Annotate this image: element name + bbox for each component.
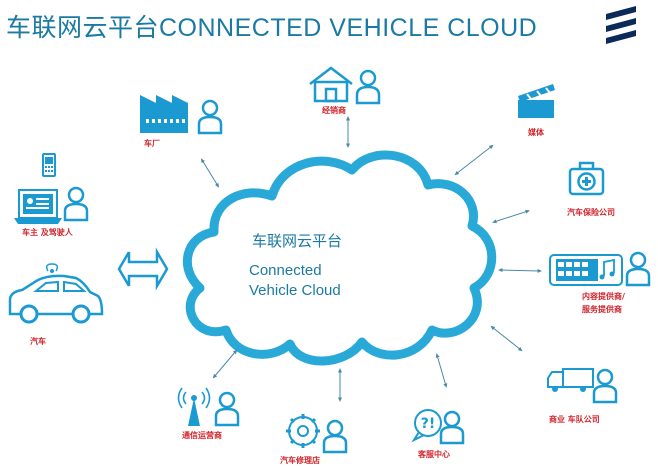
dealer-icon (309, 66, 381, 105)
label-car: 汽车 (30, 337, 46, 346)
cloud-title-cn: 车联网云平台 (252, 232, 343, 250)
cloud-title-en-line2: Vehicle Cloud (249, 282, 341, 299)
label-fleet: 商业 车队公司 (549, 415, 600, 424)
cloud-title-en: Connected Vehicle Cloud (249, 261, 341, 301)
content-provider-icon (549, 251, 651, 287)
label-repair: 汽车修理店 (280, 456, 320, 465)
arrow-insurance (492, 209, 530, 224)
arrow-content (498, 268, 542, 273)
arrow-fleet (490, 325, 523, 352)
page-title: 车联网云平台CONNECTED VEHICLE CLOUD (6, 14, 538, 42)
arrow-telecom (212, 349, 238, 379)
label-telecom: 通信运营商 (182, 431, 222, 440)
arrow-factory (200, 158, 220, 188)
label-dealer: 经销商 (322, 106, 346, 115)
fleet-truck-icon (547, 368, 618, 404)
telecom-tower-icon (177, 387, 240, 427)
arrow-service (435, 353, 448, 388)
arrow-media (454, 144, 494, 176)
label-factory: 车厂 (144, 139, 160, 148)
central-cloud (182, 150, 497, 366)
label-content-provider: 内容提供商/ 服务提供商 (582, 290, 625, 316)
owner-devices-icon (14, 153, 89, 224)
factory-icon (140, 95, 223, 135)
car-icon (8, 263, 104, 324)
insurance-kit-icon (568, 161, 605, 196)
media-clapboard-icon (518, 84, 555, 118)
label-service: 客服中心 (418, 450, 450, 459)
label-media: 媒体 (528, 128, 544, 137)
svg-text:?!: ?! (421, 416, 436, 432)
label-content-line1: 内容提供商/ (582, 292, 625, 301)
ericsson-logo-icon (606, 6, 636, 44)
label-owner: 车主 及驾驶人 (22, 228, 73, 237)
label-insurance: 汽车保险公司 (567, 208, 615, 217)
service-center-icon: ?! (411, 409, 465, 445)
cloud-title-en-line1: Connected (249, 262, 322, 279)
repair-gear-icon (286, 414, 348, 454)
car-cloud-link-icon (117, 247, 169, 291)
label-content-line2: 服务提供商 (582, 305, 622, 314)
